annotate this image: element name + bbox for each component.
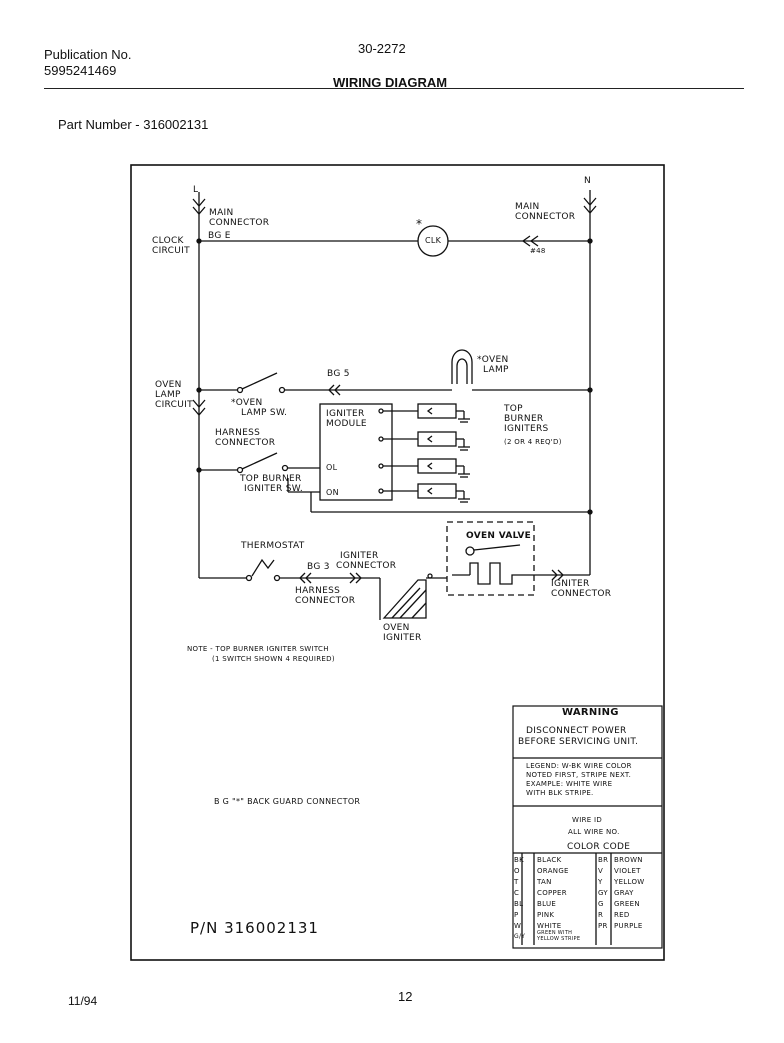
page-title: WIRING DIAGRAM (333, 75, 448, 90)
warning-line-2: BEFORE SERVICING UNIT. (518, 737, 639, 747)
cc-color: RED (614, 911, 630, 919)
harness-connector-2-line2: CONNECTOR (295, 596, 356, 606)
oven-lamp-circuit-1: OVEN (155, 380, 182, 390)
bg-e-label: BG E (208, 231, 231, 241)
doc-code: 30-2272 (358, 41, 406, 56)
top-burner-igniters-1: TOP (504, 404, 523, 414)
top-burner-sw-2: IGNITER SW. (244, 484, 304, 494)
cc-code: W (514, 922, 522, 930)
cc-color: GRAY (614, 889, 634, 897)
main-connector-left-1: MAIN (209, 208, 234, 218)
oven-igniter-2: IGNITER (383, 633, 422, 643)
cc-color: BROWN (614, 856, 643, 864)
cc-color: GREEN WITH YELLOW STRIPE (537, 930, 581, 942)
backguard-note: B G "*" BACK GUARD CONNECTOR (214, 797, 361, 806)
oven-valve-label: OVEN VALVE (466, 531, 532, 541)
harness-connector-1: HARNESS (215, 428, 261, 438)
publication-label: Publication No. (44, 47, 132, 62)
main-connector-right-2: CONNECTOR (515, 212, 576, 222)
oven-igniter-1: OVEN (383, 623, 410, 633)
top-burner-sw-1: TOP BURNER (240, 474, 302, 484)
legend-line-1: LEGEND: W-BK WIRE COLOR (526, 762, 632, 770)
pn-label: P/N 316002131 (190, 919, 319, 937)
thermostat-label: THERMOSTAT (241, 541, 305, 551)
legend-line-2: NOTED FIRST, STRIPE NEXT. (526, 771, 632, 779)
note-line-2: (1 SWITCH SHOWN 4 REQUIRED) (212, 655, 335, 663)
color-code-title: COLOR CODE (567, 842, 631, 852)
top-burner-igniters-2: BURNER (504, 414, 544, 424)
clock-circuit-2: CIRCUIT (152, 246, 190, 256)
warning-title: WARNING (562, 707, 619, 718)
cc-color: YELLOW (614, 878, 645, 886)
igniter-connector-2-line2: CONNECTOR (551, 589, 612, 599)
harness-connector-2: CONNECTOR (215, 438, 276, 448)
cc-code: GY (598, 889, 608, 897)
cc-code: O (514, 867, 520, 875)
cc-color: ORANGE (537, 867, 569, 875)
cc-color: GREEN (614, 900, 640, 908)
cc-code: Y (598, 878, 603, 886)
cc-code: PR (598, 922, 608, 930)
wire-id-2: ALL WIRE NO. (568, 828, 620, 836)
part-number: Part Number - 316002131 (58, 117, 209, 132)
top-burner-igniters-3: IGNITERS (504, 424, 549, 434)
oven-lamp-label-1: *OVEN (477, 355, 509, 365)
igniter-module-2: MODULE (326, 419, 367, 429)
publication-number: 5995241469 (44, 63, 117, 78)
diagram-frame (130, 164, 665, 961)
harness-connector-2-line1: HARNESS (295, 586, 341, 596)
cc-code: C (514, 889, 520, 897)
cc-code: T (514, 878, 519, 886)
clock-label: CLK (425, 236, 442, 245)
cc-color: TAN (537, 878, 552, 886)
cc-color: PURPLE (614, 922, 643, 930)
cc-color: BLACK (537, 856, 562, 864)
cc-color: VIOLET (614, 867, 641, 875)
oven-lamp-circuit-3: CIRCUIT (155, 400, 193, 410)
igniter-connector-1-line2: CONNECTOR (336, 561, 397, 571)
module-on: ON (326, 488, 339, 497)
legend-line-4: WITH BLK STRIPE. (526, 789, 594, 797)
main-connector-right-1: MAIN (515, 202, 540, 212)
legend-line-3: EXAMPLE: WHITE WIRE (526, 780, 613, 788)
cc-color: WHITE (537, 922, 562, 930)
top-burner-igniter-outputs (378, 403, 470, 503)
clock-star: * (416, 217, 423, 231)
wire-id-1: WIRE ID (572, 816, 603, 824)
oven-lamp-circuit-2: LAMP (155, 390, 181, 400)
bg3-label: BG 3 (307, 562, 330, 572)
oven-lamp-sw-1: *OVEN (231, 398, 263, 408)
cc-code: BL (514, 900, 524, 908)
cc-code: BR (598, 856, 609, 864)
bg5-label: BG 5 (327, 369, 350, 379)
l-terminal-label: L (193, 185, 199, 195)
cc-color: PINK (537, 911, 555, 919)
oven-lamp-sw-2: LAMP SW. (241, 408, 288, 418)
cc-code: G/Y (514, 933, 526, 940)
module-ol: OL (326, 463, 338, 472)
cc-color: COPPER (537, 889, 567, 897)
cc-code: G (598, 900, 604, 908)
cc-color: BLUE (537, 900, 557, 908)
cc-code: R (598, 911, 604, 919)
igniter-module-1: IGNITER (326, 409, 365, 419)
cc-code: BK (514, 856, 524, 864)
cc-code: P (514, 911, 519, 919)
main-connector-left-2: CONNECTOR (209, 218, 270, 228)
clock-circuit-1: CLOCK (152, 236, 184, 246)
warning-box-frame (512, 705, 663, 949)
note-line-1: NOTE - TOP BURNER IGNITER SWITCH (187, 645, 329, 653)
igniter-connector-2-line1: IGNITER (551, 579, 590, 589)
footer-date: 11/94 (68, 994, 98, 1008)
page-number: 12 (398, 989, 413, 1004)
header-rule (44, 88, 744, 89)
n-terminal-label: N (584, 176, 592, 186)
oven-lamp-label-2: LAMP (483, 365, 509, 375)
igniter-connector-1-line1: IGNITER (340, 551, 379, 561)
wire-mark: #48 (530, 247, 546, 255)
cc-code: V (598, 867, 604, 875)
warning-line-1: DISCONNECT POWER (526, 726, 627, 736)
top-burner-igniters-4: (2 OR 4 REQ'D) (504, 438, 562, 446)
